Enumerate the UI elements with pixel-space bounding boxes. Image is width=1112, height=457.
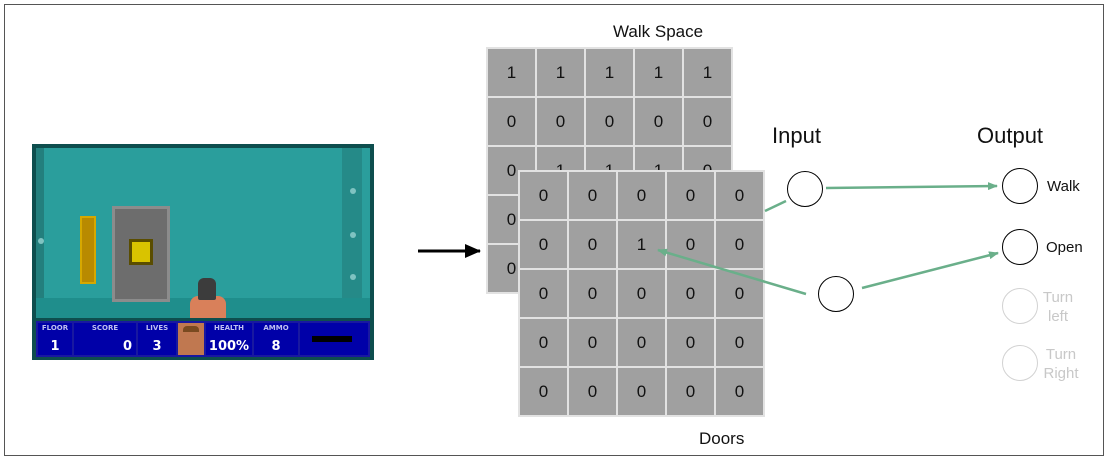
grid-cell: 0 — [715, 171, 764, 220]
output-node-turn-right — [1002, 345, 1038, 381]
door-switch — [129, 239, 153, 265]
grid-cell: 0 — [519, 318, 568, 367]
grid-cell: 0 — [568, 220, 617, 269]
grid-cell: 0 — [715, 269, 764, 318]
grid-cell: 0 — [715, 318, 764, 367]
grid-cell: 0 — [666, 269, 715, 318]
game-viewport — [36, 148, 370, 318]
grid-cell: 0 — [666, 318, 715, 367]
output-node-turn-left — [1002, 288, 1038, 324]
walk-input-link — [764, 199, 787, 213]
grid-cell: 0 — [536, 97, 585, 146]
grid-cell: 0 — [568, 269, 617, 318]
grid-cell: 0 — [585, 97, 634, 146]
player-hand — [190, 296, 226, 318]
door-panel — [112, 206, 170, 302]
grid-cell: 0 — [634, 97, 683, 146]
grid-cell: 0 — [715, 220, 764, 269]
output-label-turn-left: Turn left — [1042, 289, 1074, 325]
grid-cell: 1 — [617, 220, 666, 269]
input-node-walk — [787, 171, 823, 207]
output-label-turn-right: Turn Right — [1043, 346, 1079, 382]
grid-cell: 0 — [519, 220, 568, 269]
output-heading: Output — [977, 123, 1044, 148]
grid-cell: 0 — [683, 97, 732, 146]
grid-cell: 0 — [568, 318, 617, 367]
grid-cell: 0 — [666, 220, 715, 269]
grid-cell: 0 — [568, 367, 617, 416]
grid-cell: 0 — [617, 318, 666, 367]
grid-cell: 0 — [519, 269, 568, 318]
grid-cell: 0 — [617, 269, 666, 318]
output-node-open — [1002, 229, 1038, 265]
grid-cell: 1 — [536, 48, 585, 97]
output-label-open: Open — [1046, 239, 1083, 256]
walk-space-title: Walk Space — [613, 22, 704, 41]
grid-cell: 1 — [683, 48, 732, 97]
grid-cell: 1 — [634, 48, 683, 97]
grid-cell: 1 — [585, 48, 634, 97]
grid-cell: 0 — [617, 367, 666, 416]
grid-cell: 0 — [519, 367, 568, 416]
grid-cell: 0 — [666, 367, 715, 416]
grid-cell: 0 — [666, 171, 715, 220]
input-node-door — [818, 276, 854, 312]
player-face-icon — [178, 323, 204, 355]
output-node-walk — [1002, 168, 1038, 204]
input-to-walk-arrow — [825, 182, 998, 191]
weapon-icon — [300, 323, 368, 355]
output-label-walk: Walk — [1047, 178, 1080, 195]
grid-cell: 0 — [519, 171, 568, 220]
grid-cell: 0 — [617, 171, 666, 220]
pistol-sprite — [198, 278, 216, 300]
grid-cell: 1 — [487, 48, 536, 97]
grid-cell: 0 — [568, 171, 617, 220]
input-to-open-arrow — [861, 251, 999, 290]
yellow-wall-bar — [80, 216, 96, 284]
grid-cell: 0 — [487, 97, 536, 146]
grid-cell: 0 — [715, 367, 764, 416]
doors-title: Doors — [699, 429, 745, 448]
input-heading: Input — [772, 123, 821, 148]
figure-frame — [4, 4, 1104, 456]
input-to-door-arrow — [657, 248, 807, 296]
